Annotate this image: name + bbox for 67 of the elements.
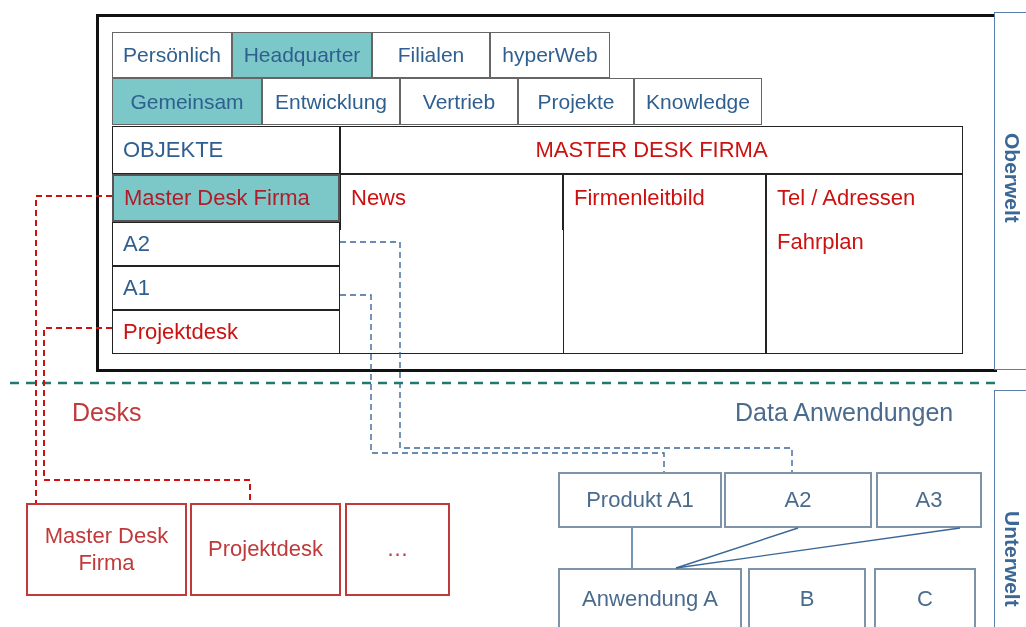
node-text: hyperWeb <box>502 42 598 68</box>
node-text: Gemeinsam <box>130 88 244 115</box>
node-text: Knowledge <box>646 88 750 115</box>
connector-line <box>675 527 799 569</box>
table-cell <box>563 174 766 354</box>
node-text: A2 <box>123 230 150 258</box>
tab <box>634 78 762 125</box>
node-text: OBJEKTE <box>123 136 224 164</box>
node-text: Produkt A1 <box>586 486 694 514</box>
section-label: Data Anwendungen <box>735 398 954 427</box>
tab <box>262 78 400 125</box>
node-text: A1 <box>123 274 150 302</box>
node-text: Persönlich <box>122 42 222 68</box>
section-label: Desks <box>72 398 142 427</box>
desk-box <box>345 503 450 596</box>
window-frame <box>96 14 997 372</box>
node-text: A3 <box>915 486 943 514</box>
node-text: Filialen <box>397 42 465 68</box>
node-text: A2 <box>784 486 812 514</box>
table-cell <box>112 266 340 310</box>
node-text: Oberwelt <box>1000 133 1026 223</box>
node-text: Projektdesk <box>123 318 238 346</box>
node-text: Vertrieb <box>422 88 496 115</box>
tab <box>490 32 610 78</box>
app-box <box>874 568 976 627</box>
node-text: C <box>917 585 933 613</box>
side-band <box>994 12 1026 370</box>
node-text: MASTER DESK FIRMA <box>535 136 768 164</box>
node-text: Projekte <box>537 88 615 115</box>
node-text: Projektdesk <box>208 536 323 563</box>
tab <box>518 78 634 125</box>
desk-box <box>190 503 341 596</box>
tab <box>112 78 262 125</box>
connector-line <box>631 527 633 569</box>
connector-line <box>675 527 961 569</box>
table-cell <box>766 174 963 354</box>
node-text: Fahrplan <box>777 229 864 256</box>
node-text: Master Desk Firma <box>43 523 170 576</box>
node-text: News <box>351 185 406 212</box>
table-cell <box>112 310 340 354</box>
node-text: Entwicklung <box>274 88 388 115</box>
node-text: Unterwelt <box>1000 511 1026 607</box>
app-box <box>558 472 722 528</box>
table-cell <box>340 126 963 174</box>
table-cell <box>112 126 340 174</box>
desk-box <box>26 503 187 596</box>
connector-line <box>339 294 665 473</box>
node-text: … <box>386 536 409 563</box>
app-box <box>558 568 742 627</box>
tab <box>400 78 518 125</box>
table-cell <box>112 222 340 266</box>
node-text: Headquarter <box>243 42 361 68</box>
node-text: B <box>799 585 815 613</box>
node-text: Firmenleitbild <box>574 185 705 212</box>
side-band <box>994 390 1026 627</box>
tab <box>372 32 490 78</box>
node-text: Anwendung A <box>582 585 718 613</box>
tab <box>112 32 232 78</box>
connector-line <box>339 241 793 473</box>
app-box <box>876 472 982 528</box>
connector-line <box>35 195 113 504</box>
table-cell <box>112 174 340 222</box>
node-text: Master Desk Firma <box>124 184 310 212</box>
node-text: Tel / Adressen <box>777 185 916 212</box>
app-box <box>724 472 872 528</box>
tab <box>232 32 372 78</box>
app-box <box>748 568 866 627</box>
